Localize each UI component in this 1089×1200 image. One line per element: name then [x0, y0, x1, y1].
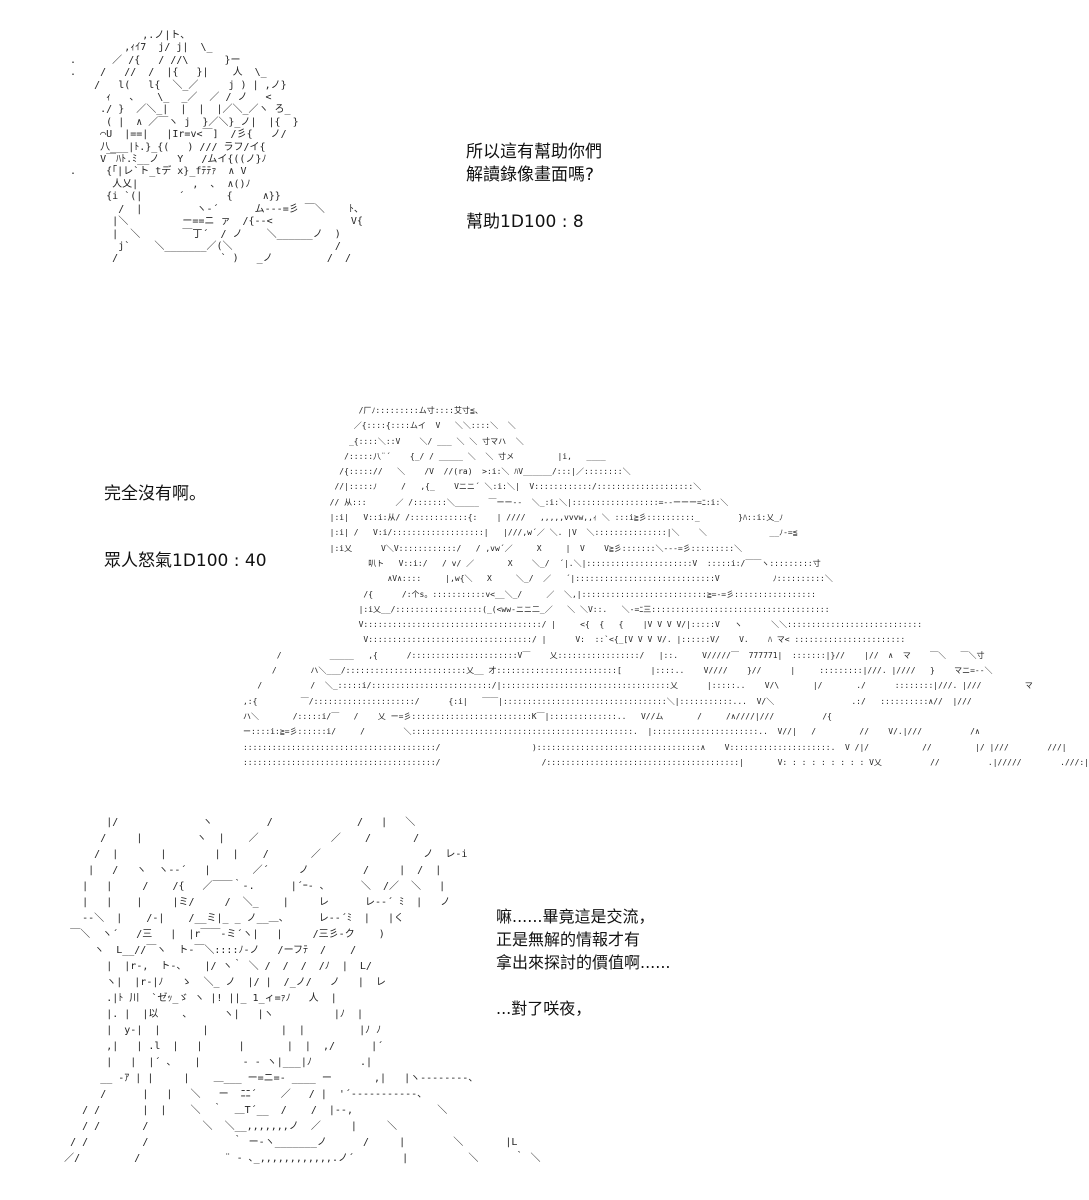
- panel-2: /厂ﾉ:::::::::ム寸::::艾寸≦、 ／{::::{::::ムイ V ＼…: [0, 395, 1089, 775]
- ascii-art-character-2: |/ ヽ / / | ＼ / | ヽ | ／ ／ / / / | | | | /…: [64, 817, 541, 1164]
- dialog-line-1: 嘛......畢竟這是交流，: [496, 907, 655, 926]
- panel-1: ,.ノ|ト、 ,ｨｲ7 j/ j| \_ . ／ /{ / //\ }ー . /…: [0, 30, 800, 390]
- dialog-line-2: 解讀錄像畫面嗎?: [466, 165, 595, 185]
- dialog-line-4: ...對了咲夜，: [496, 999, 592, 1018]
- dialog-line-3: 拿出來探討的價值啊......: [496, 953, 671, 972]
- dialog-box-1: 所以這有幫助你們 解讀錄像畫面嗎? 幫助1D100 : 8: [466, 141, 602, 234]
- roll-result: 幫助1D100 : 8: [466, 212, 584, 232]
- panel-3: |/ ヽ / / | ＼ / | ヽ | ／ ／ / / / | | | | /…: [0, 815, 800, 1200]
- dialog-line-2: 正是無解的情報才有: [496, 930, 641, 949]
- dialog-box-3: 嘛......畢竟這是交流， 正是無解的情報才有 拿出來探討的價值啊......…: [496, 905, 671, 1020]
- dialog-line-1: 完全沒有啊。: [104, 484, 206, 504]
- dialog-line-1: 所以這有幫助你們: [466, 142, 602, 162]
- roll-result: 眾人怒氣1D100 : 40: [104, 551, 267, 571]
- ascii-art-crowd: /厂ﾉ:::::::::ム寸::::艾寸≦、 ／{::::{::::ムイ V ＼…: [242, 406, 1089, 767]
- ascii-art-character-1: ,.ノ|ト、 ,ｨｲ7 j/ j| \_ . ／ /{ / //\ }ー . /…: [70, 30, 364, 265]
- dialog-box-2: 完全沒有啊。 眾人怒氣1D100 : 40: [104, 483, 267, 573]
